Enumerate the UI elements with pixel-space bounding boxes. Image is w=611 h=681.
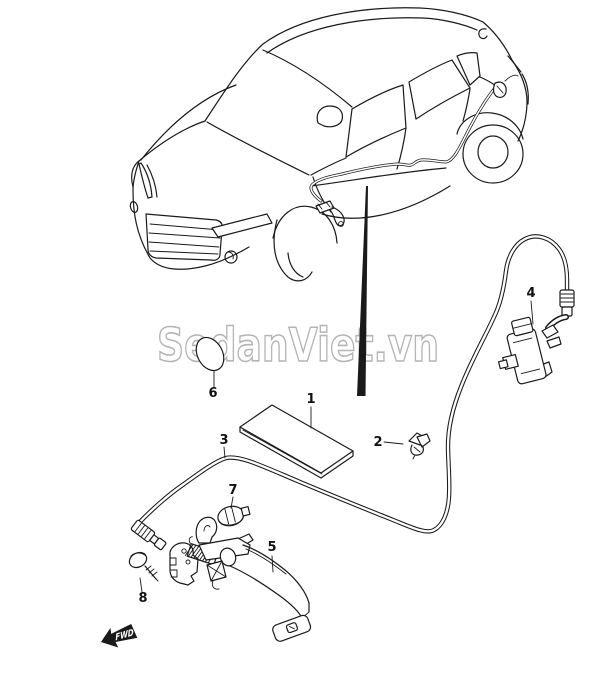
fwd-label: FWD	[115, 628, 134, 643]
car-windshield-top-edge	[262, 49, 353, 108]
cable-end-fitting-left	[130, 519, 167, 551]
front-wheel-rim	[287, 252, 304, 278]
part-callout-1: 1	[306, 392, 315, 407]
grille-slats	[148, 223, 221, 255]
cable-guide-ear	[195, 516, 218, 544]
vehicle-illustration	[129, 7, 529, 282]
tow-hook	[224, 250, 238, 264]
front-wheel-arch	[272, 205, 338, 244]
fwd-arrow-shape	[101, 623, 138, 648]
location-pointer	[357, 186, 368, 396]
interior-cable-routing	[309, 83, 499, 203]
car-beltline-rear	[479, 76, 497, 87]
car-beltline-front	[310, 157, 347, 176]
part-callout-8: 8	[138, 591, 147, 606]
fwd-direction-arrow: FWD	[101, 623, 138, 648]
front-wheel-tire	[273, 219, 313, 282]
car-door-seam-mid	[396, 127, 407, 170]
tow-hook-detail	[227, 251, 234, 260]
rear-wheel-arch	[456, 112, 524, 140]
part-2-clip	[408, 432, 431, 460]
car-door-bottom-line	[310, 167, 447, 187]
part-callout-4: 4	[526, 286, 535, 301]
part-callout-2: 2	[373, 435, 382, 450]
car-door-seam-rear	[462, 88, 471, 122]
part-4-lock-assembly	[497, 316, 562, 385]
fuel-lid-latch-detail	[493, 74, 519, 98]
headlight-left	[138, 162, 158, 199]
lever-foot-pad	[272, 614, 312, 642]
part-1-protector-plate	[239, 404, 354, 479]
part-8-screw	[128, 551, 159, 582]
part-3-release-cable	[130, 234, 575, 551]
car-cowl-line	[206, 121, 310, 176]
callout-leader-lines	[139, 300, 534, 593]
rear-door-window	[408, 59, 471, 120]
part-5-lever-assembly	[169, 516, 312, 642]
car-hood-edge	[140, 84, 237, 161]
rear-wheel-tire	[462, 124, 524, 184]
part-6-grommet	[195, 336, 225, 372]
headlight-right	[211, 213, 273, 238]
part-callout-6: 6	[208, 386, 217, 401]
front-door-window	[345, 84, 407, 158]
part-callout-7: 7	[228, 483, 237, 498]
car-rear-spoiler-curl	[478, 28, 488, 40]
front-bumper	[132, 160, 250, 270]
car-roofline	[204, 7, 528, 142]
part-callout-3: 3	[219, 433, 228, 448]
cable-end-fitting-right	[545, 289, 575, 331]
rear-wheel-rim	[477, 135, 509, 169]
quarter-window	[456, 52, 481, 86]
lever-arm	[242, 544, 310, 613]
car-rear-quarter-lines	[507, 55, 529, 105]
opener-handle-detail	[315, 200, 345, 227]
part-callout-5: 5	[267, 540, 276, 555]
car-roof-inner-line	[266, 17, 478, 54]
door-mirror	[316, 105, 344, 128]
fog-lamp	[129, 201, 139, 213]
part-7-cushion	[217, 505, 251, 527]
pivot-hole	[219, 547, 237, 567]
